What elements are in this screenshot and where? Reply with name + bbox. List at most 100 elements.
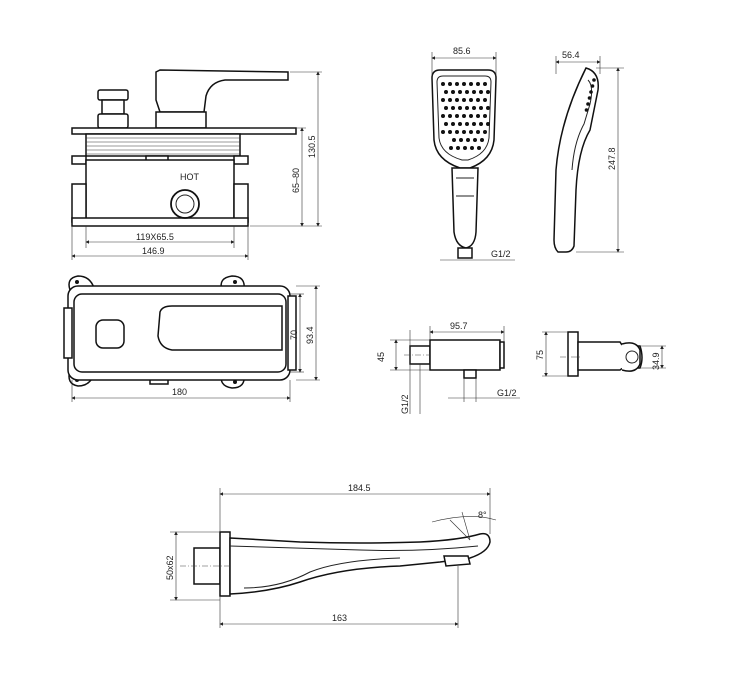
dim-depth-range: 65–80	[291, 168, 301, 193]
side-nozzle-dot	[586, 102, 590, 106]
hand-shower-front-view: 85.6 G1/2	[431, 46, 515, 261]
shower-nozzles	[441, 82, 490, 150]
side-nozzle-dot	[590, 84, 595, 88]
dim-spout-angle: 8°	[478, 510, 487, 520]
hand-shower-handle	[451, 167, 479, 249]
nozzle-dot	[463, 146, 467, 150]
nozzle-dot	[462, 98, 466, 102]
nozzle-dot	[480, 138, 484, 142]
nozzle-dot	[469, 98, 473, 102]
nozzle-dot	[441, 114, 445, 118]
nozzle-dot	[476, 114, 480, 118]
dim-spout-plate: 50x62	[165, 555, 175, 580]
nozzle-dot	[476, 98, 480, 102]
nozzle-dot	[486, 122, 490, 126]
hot-label: HOT	[180, 172, 200, 182]
nozzle-dot	[449, 146, 453, 150]
dim-plate-outer-height: 93.4	[305, 326, 315, 344]
nozzle-dot	[459, 138, 463, 142]
nozzle-dot	[462, 114, 466, 118]
nozzle-dot	[465, 122, 469, 126]
nozzle-dot	[472, 122, 476, 126]
nozzle-dot	[448, 98, 452, 102]
nozzle-dot	[444, 122, 448, 126]
nozzle-dot	[448, 82, 452, 86]
nozzle-dot	[477, 146, 481, 150]
nozzle-dot	[452, 138, 456, 142]
cover-plate	[71, 127, 297, 135]
handle-connector	[457, 247, 473, 259]
mixer-body-front-view: HOT 130.5 65–80 119X65.5 146.9	[71, 69, 322, 260]
nozzle-dot	[456, 146, 460, 150]
dim-plate-width: 180	[172, 387, 187, 397]
nozzle-dot	[444, 106, 448, 110]
nozzle-dot	[486, 106, 490, 110]
nozzle-dot	[469, 82, 473, 86]
side-nozzle-dot	[584, 108, 589, 112]
nozzle-dot	[483, 82, 487, 86]
nozzle-dot	[441, 130, 445, 134]
mixer-handle-top	[157, 305, 283, 351]
nozzle-dot	[466, 138, 470, 142]
nozzle-dot	[458, 90, 462, 94]
nozzle-dot	[465, 106, 469, 110]
nozzle-dot	[479, 122, 483, 126]
dim-hand-shower-width: 85.6	[453, 46, 471, 56]
nozzle-dot	[476, 130, 480, 134]
side-nozzles	[584, 78, 596, 112]
nozzle-dot	[470, 146, 474, 150]
mixer-box	[85, 159, 235, 223]
outlet-thread-side: G1/2	[497, 388, 517, 398]
hand-shower-side-view: 56.4 247.8	[553, 50, 624, 253]
nozzle-dot	[465, 90, 469, 94]
nozzle-dot	[486, 90, 490, 94]
dim-box: 119X65.5	[136, 232, 174, 242]
spout-wall-plate	[219, 531, 231, 597]
wall-outlet-view: 95.7 45 G1/2 G1/2	[376, 321, 520, 414]
nozzle-dot	[462, 82, 466, 86]
hand-shower-thread: G1/2	[491, 249, 511, 259]
nozzle-dot	[479, 90, 483, 94]
nozzle-dot	[451, 106, 455, 110]
nozzle-dot	[472, 106, 476, 110]
nozzle-dot	[455, 82, 459, 86]
dim-spout-length-projection: 163	[332, 613, 347, 623]
nozzle-dot	[483, 98, 487, 102]
shower-holder-view: 75 34.9	[535, 331, 666, 377]
nozzle-dot	[483, 114, 487, 118]
nozzle-dot	[469, 130, 473, 134]
side-nozzle-dot	[592, 78, 596, 82]
nozzle-dot	[441, 98, 445, 102]
diverter-stem	[101, 99, 125, 115]
nozzle-dot	[462, 130, 466, 134]
mixer-plate-view: 180 70 93.4	[63, 275, 320, 402]
nozzle-dot	[455, 114, 459, 118]
dim-width: 146.9	[142, 246, 165, 256]
nozzle-dot	[444, 90, 448, 94]
diverter-button	[95, 319, 125, 349]
hot-inlet-outer	[170, 189, 200, 219]
nozzle-dot	[448, 114, 452, 118]
threaded-sleeve	[85, 133, 241, 157]
dim-hand-shower-length: 247.8	[607, 147, 617, 170]
dim-holder-height: 75	[535, 350, 545, 360]
nozzle-dot	[448, 130, 452, 134]
outlet-body	[429, 339, 501, 371]
nozzle-dot	[441, 82, 445, 86]
holder-wall-plate	[567, 331, 579, 377]
hot-inlet-inner	[175, 194, 195, 214]
lever-base	[155, 111, 207, 129]
nozzle-dot	[483, 130, 487, 134]
hand-shower-head	[431, 69, 497, 169]
nozzle-dot	[473, 138, 477, 142]
side-nozzle-dot	[587, 96, 592, 100]
outlet-thread-bottom: G1/2	[400, 394, 410, 414]
dim-plate-inner-height: 70	[289, 330, 299, 340]
nozzle-dot	[476, 82, 480, 86]
side-nozzle-dot	[589, 90, 593, 94]
dim-hand-shower-depth: 56.4	[562, 50, 580, 60]
nozzle-dot	[472, 90, 476, 94]
nozzle-dot	[451, 90, 455, 94]
dim-outlet-height: 45	[376, 352, 386, 362]
